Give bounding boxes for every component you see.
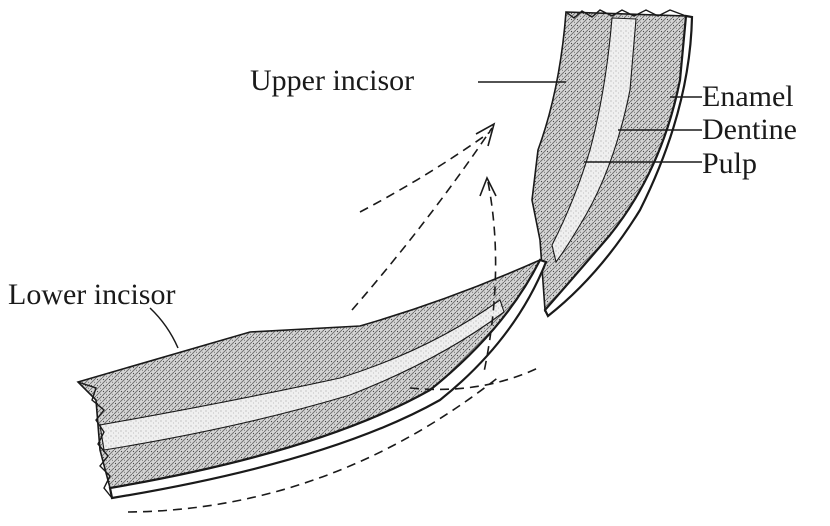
upper-incisor-drawing bbox=[532, 10, 692, 316]
dentine-label: Dentine bbox=[702, 113, 797, 146]
dashed-arc-diagonal bbox=[352, 128, 492, 310]
arrowhead-vertical bbox=[480, 178, 496, 196]
dashed-arc-upper-left bbox=[360, 132, 490, 212]
arrowhead-upper bbox=[476, 124, 494, 146]
lower-incisor-leader bbox=[150, 308, 178, 348]
upper-incisor-label: Upper incisor bbox=[250, 64, 414, 97]
enamel-label: Enamel bbox=[702, 80, 794, 113]
lower-incisor-label: Lower incisor bbox=[8, 278, 175, 311]
pulp-label: Pulp bbox=[702, 147, 757, 180]
